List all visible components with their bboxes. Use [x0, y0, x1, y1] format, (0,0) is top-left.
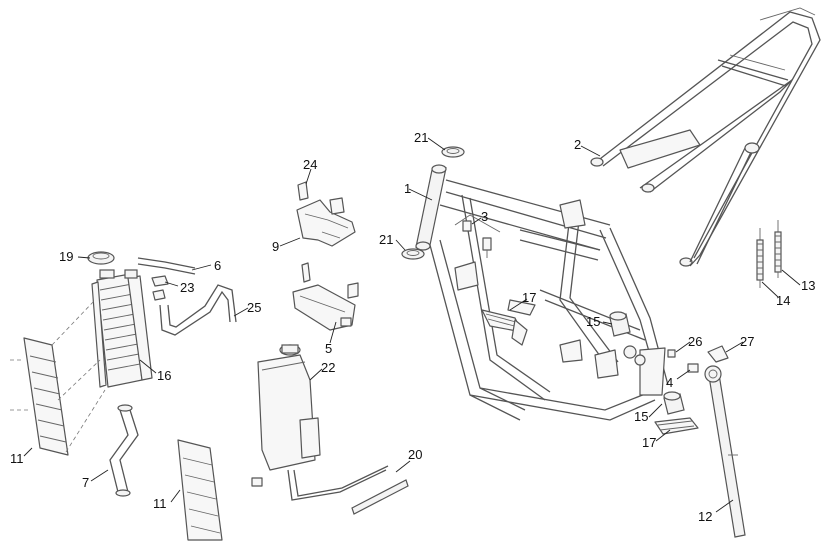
callout-17-lower: 17	[642, 435, 656, 450]
callout-17-upper: 17	[522, 290, 536, 305]
head-bearing-top	[441, 146, 465, 158]
mounting-bracket-9	[296, 197, 356, 247]
radiator-louver-lower	[177, 439, 223, 541]
callout-12: 12	[698, 509, 712, 524]
radiator-louver-upper	[10, 299, 106, 456]
callout-24: 24	[303, 157, 317, 172]
callout-7: 7	[82, 475, 89, 490]
frame-bolt-3	[462, 220, 492, 258]
hose-6	[137, 257, 196, 275]
callout-4: 4	[666, 375, 673, 390]
callout-11-upper: 11	[10, 451, 24, 466]
callout-1: 1	[404, 181, 411, 196]
overflow-hose-20	[287, 465, 409, 515]
callout-23: 23	[180, 280, 194, 295]
callout-13: 13	[801, 278, 815, 293]
side-stand	[704, 365, 746, 538]
callout-19: 19	[59, 249, 73, 264]
callout-9: 9	[272, 239, 279, 254]
head-bearing-bottom	[401, 248, 425, 260]
callout-11-lower: 11	[153, 496, 167, 511]
callout-6: 6	[214, 258, 221, 273]
stand-pin-26	[667, 349, 676, 358]
footpeg-right	[654, 417, 699, 435]
callout-5: 5	[325, 341, 332, 356]
callout-21-upper: 21	[414, 130, 428, 145]
expansion-tank	[251, 344, 321, 487]
callout-22: 22	[321, 360, 335, 375]
mounting-bracket-5	[292, 262, 359, 331]
callout-21-lower: 21	[379, 232, 393, 247]
clamp-23	[151, 275, 169, 301]
main-frame	[415, 164, 669, 421]
radiator-cap-19	[87, 251, 115, 265]
leader-lines	[23, 137, 801, 513]
stand-spring-13	[774, 220, 782, 278]
callout-26: 26	[688, 334, 702, 349]
hose-25	[159, 284, 237, 336]
bushing-lower	[663, 391, 685, 415]
bushing-upper	[609, 311, 631, 337]
stand-bracket-27	[707, 345, 729, 363]
callout-3: 3	[481, 209, 488, 224]
radiator	[91, 269, 153, 388]
callout-20: 20	[408, 447, 422, 462]
stand-bolt-4	[687, 363, 699, 373]
stand-spring-14	[756, 228, 764, 288]
callout-15-upper: 15	[586, 314, 600, 329]
callout-27: 27	[740, 334, 754, 349]
callout-15-lower: 15	[634, 409, 648, 424]
callout-labels: 1 2 3 4 5 6 7 9 11 11 12 13 14 15 15 16 …	[10, 130, 815, 524]
rear-subframe	[590, 7, 821, 267]
callout-16: 16	[157, 368, 171, 383]
hose-7	[109, 404, 139, 497]
footpeg-left	[481, 309, 528, 346]
callout-25: 25	[247, 300, 261, 315]
callout-14: 14	[776, 293, 790, 308]
bracket-clip-24	[297, 181, 309, 201]
callout-2: 2	[574, 137, 581, 152]
